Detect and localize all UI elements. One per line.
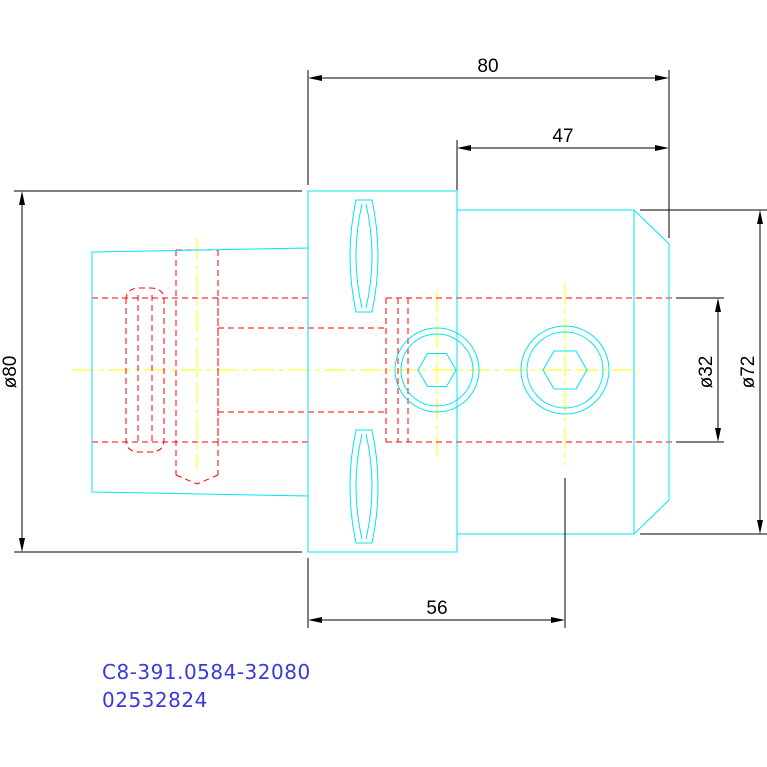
part-number: C8-391.0584-32080 xyxy=(102,660,311,684)
hidden-lines xyxy=(92,249,672,485)
part-code: 02532824 xyxy=(102,688,208,712)
dim-body-diameter-label: ø72 xyxy=(738,356,759,389)
flange-outline xyxy=(307,190,458,553)
set-screw-2 xyxy=(520,325,610,415)
set-screw-1 xyxy=(394,327,480,413)
shank-outline xyxy=(91,247,309,497)
dimension-lines xyxy=(14,70,767,628)
part-outline xyxy=(91,190,670,553)
flange-slot-top xyxy=(349,199,379,313)
center-lines xyxy=(72,238,640,470)
dim-flange-diameter-label: ø80 xyxy=(0,356,21,389)
dim-hole-offset-label: 56 xyxy=(426,598,447,619)
body-outline xyxy=(457,209,670,535)
dim-body-length-label: 47 xyxy=(552,126,573,147)
dim-bore-diameter-label: ø32 xyxy=(696,356,717,389)
dim-overall-length-label: 80 xyxy=(477,56,498,77)
flange-slot-bottom xyxy=(349,429,379,544)
